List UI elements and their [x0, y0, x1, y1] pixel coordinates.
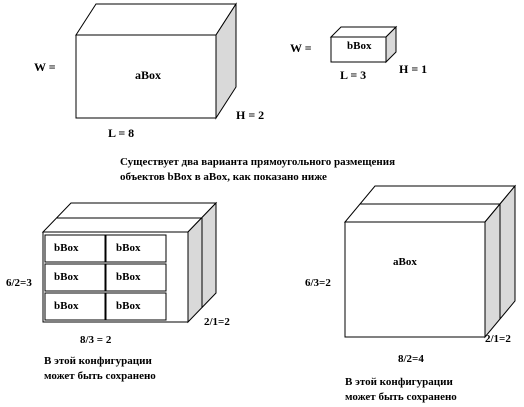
bbox-cell [105, 263, 167, 292]
config-right-box-label: aBox [393, 256, 417, 268]
bbox-length-label: L = 3 [340, 68, 366, 82]
config-left-caption-line-2: может быть сохранено [44, 370, 156, 382]
bbox-name: bBox [347, 40, 372, 52]
bbox-cell [105, 292, 167, 321]
abox-height-label: H = 2 [236, 108, 264, 122]
config-right-box [343, 184, 517, 339]
bbox-cell [44, 263, 106, 292]
config-left-bottom-label: 8/3 = 2 [80, 334, 112, 346]
bbox-cell-label: bBox [116, 242, 141, 254]
abox-width-label: W = [34, 60, 56, 74]
bbox-top-face [329, 26, 398, 38]
description-line-1: Существует два варианта прямоугольного р… [120, 156, 395, 168]
abox-name: aBox [135, 68, 161, 82]
config-right-side-label: 6/3=2 [305, 277, 331, 289]
abox-3d [75, 2, 237, 120]
bbox-height-label: H = 1 [399, 62, 427, 76]
config-left-caption-line-1: В этой конфигурации [44, 355, 152, 367]
config-right-caption-line-1: В этой конфигурации [345, 376, 453, 388]
abox-top-face [75, 3, 237, 36]
bbox-cell [44, 234, 106, 263]
bbox-3d [329, 25, 398, 64]
bbox-cell-label: bBox [116, 271, 141, 283]
abox-front-face [75, 34, 217, 119]
config-right-depth-label: 2/1=2 [485, 333, 511, 345]
config-right-caption-line-2: может быть сохранено [345, 391, 457, 403]
config-left-side-label: 6/2=3 [6, 277, 32, 289]
bbox-cell-label: bBox [54, 300, 79, 312]
bbox-cell [44, 292, 106, 321]
bbox-front-face [330, 36, 387, 63]
bbox-cell [105, 234, 167, 263]
bbox-cell-label: bBox [116, 300, 141, 312]
config-left-grid: bBox bBox bBox bBox bBox bBox [44, 234, 167, 321]
bbox-cell-label: bBox [54, 271, 79, 283]
abox-length-label: L = 8 [108, 126, 134, 140]
config-right-bottom-label: 8/2=4 [398, 353, 424, 365]
description-line-2: объектов bBox в aBox, как показано ниже [120, 171, 327, 183]
bbox-width-label: W = [290, 41, 312, 55]
bbox-cell-label: bBox [54, 242, 79, 254]
config-left-depth-label: 2/1=2 [204, 316, 230, 328]
config-right-front-face [344, 221, 486, 338]
